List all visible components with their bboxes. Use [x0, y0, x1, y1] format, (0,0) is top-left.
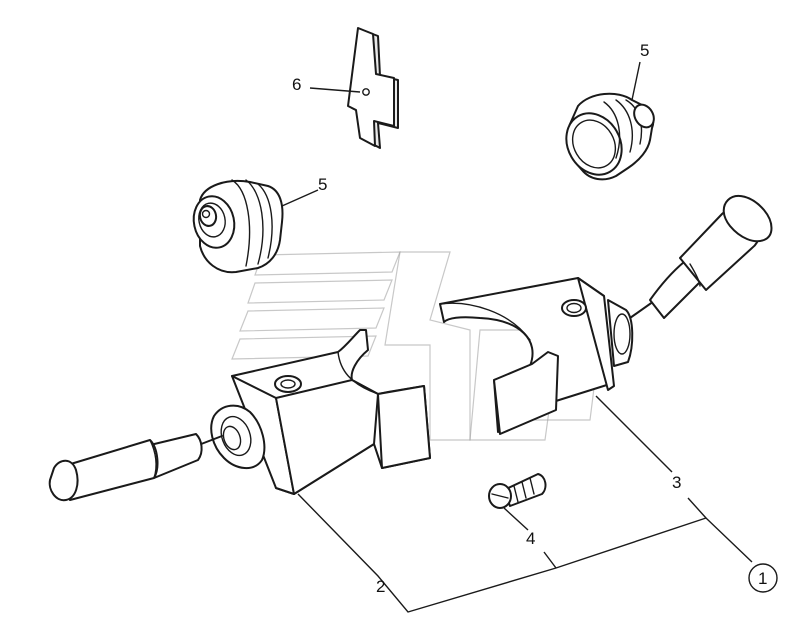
screw-part-4: [488, 473, 547, 509]
leader-lines: [281, 61, 753, 613]
callout-6: 6: [292, 75, 301, 94]
callout-labels: 6 5 5 3 4 2 1: [292, 41, 778, 596]
left-lever-handle: [48, 404, 266, 502]
right-lever-handle: [629, 194, 773, 319]
rubber-boot-part-5-right: [565, 92, 655, 181]
right-block-part-3: [439, 277, 634, 435]
callout-3: 3: [672, 473, 681, 492]
left-block-part-2: [231, 329, 431, 495]
callout-1-circle: [748, 563, 778, 593]
plate-part-6: [347, 27, 399, 149]
rubber-boot-part-5-left: [192, 179, 284, 274]
callout-4: 4: [526, 529, 535, 548]
callout-5-right: 5: [640, 41, 649, 60]
callout-2: 2: [376, 577, 385, 596]
callout-1: 1: [758, 569, 767, 588]
callout-5-left: 5: [318, 175, 327, 194]
